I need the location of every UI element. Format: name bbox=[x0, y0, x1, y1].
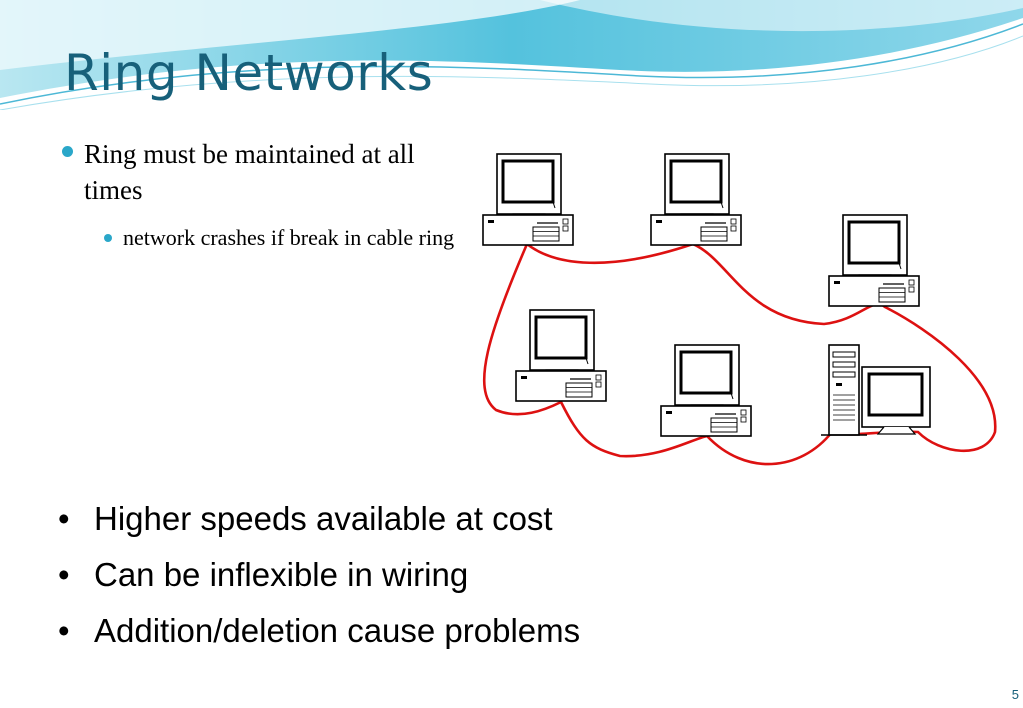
list-item-text: Higher speeds available at cost bbox=[94, 500, 553, 537]
ring-network-diagram bbox=[481, 152, 997, 466]
computer-5 bbox=[659, 343, 753, 438]
computer-3 bbox=[827, 213, 921, 308]
sub-bullet-text: network crashes if break in cable ring bbox=[123, 225, 455, 250]
computer-4 bbox=[514, 308, 608, 403]
tower-computer bbox=[821, 344, 931, 436]
list-item: • Higher speeds available at cost bbox=[58, 496, 580, 552]
header-wave-decoration bbox=[0, 0, 1023, 110]
list-item: • Addition/deletion cause problems bbox=[58, 608, 580, 664]
lower-bullet-list: • Higher speeds available at cost • Can be… bbox=[58, 496, 580, 664]
list-item-text: Can be inflexible in wiring bbox=[94, 556, 469, 593]
list-item-text: Addition/deletion cause problems bbox=[94, 612, 581, 649]
computer-2 bbox=[649, 152, 743, 247]
list-item: • Can be inflexible in wiring bbox=[58, 552, 580, 608]
bullet-marker: • bbox=[58, 612, 70, 649]
slide-title: Ring Networks bbox=[64, 44, 434, 102]
computer-1 bbox=[481, 152, 575, 247]
bullet-dot bbox=[62, 146, 73, 157]
bullet-marker: • bbox=[58, 500, 70, 537]
page-number: 5 bbox=[1011, 687, 1019, 702]
main-bullet-text: Ring must be maintained at all times bbox=[84, 139, 415, 205]
bullet-marker: • bbox=[58, 556, 70, 593]
main-bullet: Ring must be maintained at all times bbox=[62, 136, 462, 208]
bullet-dot bbox=[104, 234, 112, 242]
sub-bullet: network crashes if break in cable ring bbox=[104, 222, 464, 254]
